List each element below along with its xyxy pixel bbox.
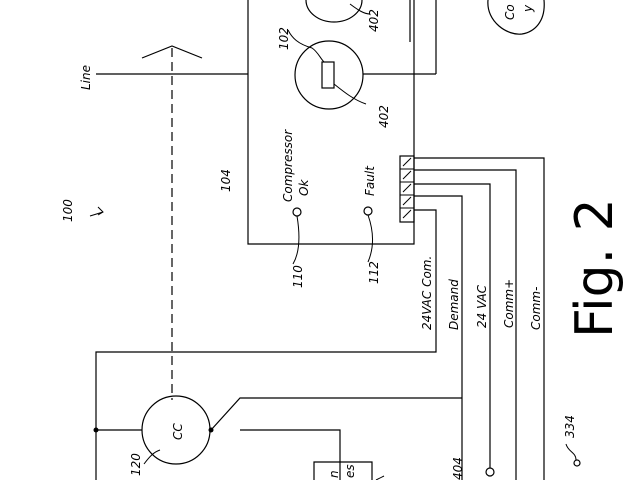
leader-110 [292, 215, 300, 265]
line-break-arc [141, 45, 203, 59]
partial-box-leader [375, 475, 385, 481]
fault-led [363, 206, 373, 216]
ref-334: 334 [563, 415, 577, 438]
oval-bubble [487, 0, 545, 35]
compressor-ok-label-1: Compressor [281, 129, 295, 202]
leader-402-top [349, 3, 371, 15]
ref-402-top: 402 [367, 9, 381, 32]
wire-24vac-com [95, 209, 437, 480]
wire-comm-minus [414, 157, 545, 480]
wire-label-24vac: 24 VAC [475, 284, 489, 328]
top-circle [305, 0, 363, 23]
partial-box [313, 461, 373, 480]
wire-comm-plus [414, 169, 517, 480]
partial-box-text-1: n [327, 470, 341, 478]
ref-100-arrow [89, 206, 104, 217]
compressor-ok-led [292, 207, 302, 217]
leader-334 [565, 443, 577, 461]
leader-120 [143, 449, 161, 465]
ref-120: 120 [129, 453, 143, 476]
wire-label-24vac-com: 24VAC Com. [420, 256, 434, 330]
wire-label-comm-plus: Comm+ [502, 279, 516, 328]
terminal-334 [573, 459, 581, 467]
wire-label-comm-minus: Comm- [529, 287, 543, 330]
partial-box-wire [240, 429, 341, 480]
fault-label: Fault [363, 165, 377, 196]
terminal-block [399, 155, 415, 223]
ref-402-bottom: 402 [377, 105, 391, 128]
line-label: Line [79, 65, 93, 90]
controller-box [247, 0, 415, 245]
wire-24vac [414, 183, 491, 468]
leader-402-bottom [333, 83, 367, 105]
partial-box-text-2: es [343, 464, 357, 478]
cc-label: CC [171, 423, 185, 440]
wire-demand [414, 195, 463, 480]
ref-104: 104 [219, 169, 233, 192]
ref-102: 102 [277, 27, 291, 50]
ref-404: 404 [451, 457, 465, 480]
junction-dot-left [93, 427, 99, 433]
leader-102 [287, 29, 325, 63]
cc-right-wire [210, 397, 462, 431]
leader-112 [367, 214, 373, 263]
bubble-text-1: Co [503, 4, 517, 20]
ref-112: 112 [367, 261, 381, 284]
wire-label-demand: Demand [447, 279, 461, 330]
circle-102 [294, 40, 364, 110]
terminal-404 [485, 467, 495, 477]
compressor-ok-label-2: Ok [297, 179, 311, 196]
figure-caption: Fig. 2 [564, 197, 626, 339]
component-102 [321, 61, 335, 89]
bubble-text-2: y [521, 4, 535, 13]
ref-100: 100 [61, 199, 75, 222]
ref-110: 110 [291, 265, 305, 288]
figure-caption-text: Fig. 2 [565, 198, 625, 338]
